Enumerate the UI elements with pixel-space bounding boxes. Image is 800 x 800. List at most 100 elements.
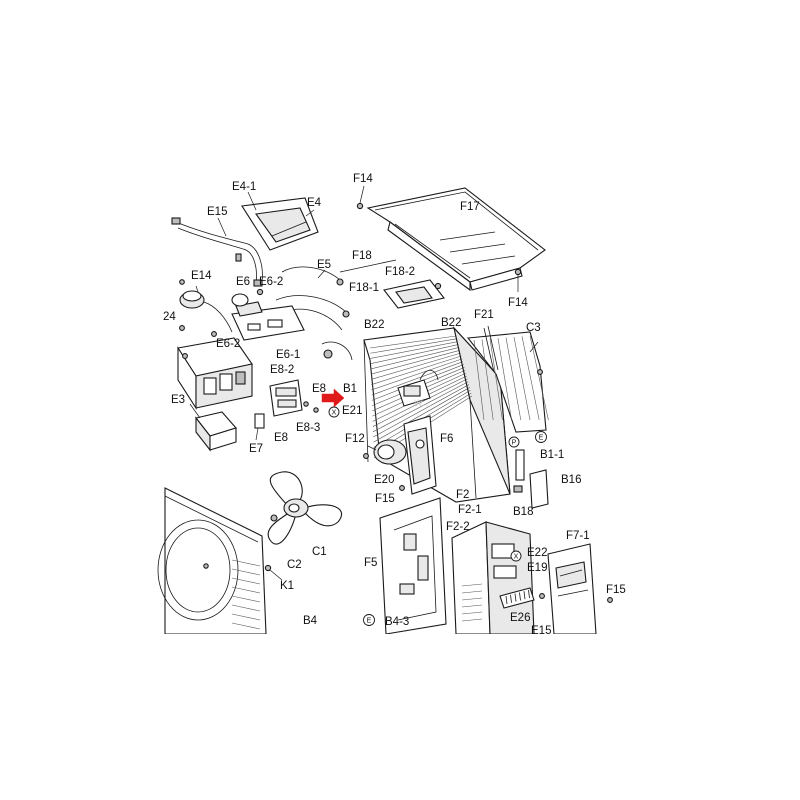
coil-fin bbox=[370, 338, 457, 354]
label-c2: C2 bbox=[287, 559, 302, 571]
guard-bar bbox=[529, 335, 549, 421]
earth-marker-label-2: E bbox=[367, 618, 372, 625]
label-e6-2-lower: E6-2 bbox=[216, 338, 240, 350]
coil-fin bbox=[371, 355, 462, 385]
highlight-arrow bbox=[321, 388, 345, 408]
compressor-piping-b1 bbox=[397, 369, 439, 407]
label-b1: B1 bbox=[343, 383, 357, 395]
guard-bar bbox=[481, 339, 494, 421]
control-box-lid-e4 bbox=[241, 191, 319, 251]
guard-bar bbox=[489, 338, 503, 421]
fan-motor-e20 bbox=[363, 439, 407, 465]
label-f21: F21 bbox=[474, 309, 494, 321]
label-f17: F17 bbox=[460, 201, 480, 213]
label-e20: E20 bbox=[374, 474, 394, 486]
label-f14-right: F14 bbox=[508, 297, 528, 309]
terminal-pin bbox=[523, 591, 526, 600]
guard-bar bbox=[513, 336, 531, 421]
cross-marker-x1: X bbox=[328, 406, 340, 418]
label-c3: C3 bbox=[526, 322, 541, 334]
coil-fin bbox=[372, 381, 469, 433]
label-b1-1: B1-1 bbox=[540, 449, 564, 461]
screw-f14-top bbox=[356, 185, 522, 292]
terminal-pin bbox=[505, 595, 508, 605]
panel-slot bbox=[461, 583, 483, 587]
guard-bar bbox=[497, 338, 512, 421]
label-e5: E5 bbox=[317, 259, 331, 271]
guard-bar bbox=[521, 336, 540, 421]
label-e8-3: E8-3 bbox=[296, 422, 320, 434]
coil-fin bbox=[370, 341, 458, 359]
pcb-plate-e6 bbox=[231, 288, 305, 341]
cross-marker-label: X bbox=[332, 410, 337, 417]
label-b22-left: B22 bbox=[364, 319, 384, 331]
coil-fin bbox=[372, 378, 468, 427]
wire-set-e5 bbox=[275, 266, 353, 361]
terminal-pin bbox=[519, 592, 521, 601]
label-e4: E4 bbox=[307, 197, 322, 209]
label-f2-2: F2-2 bbox=[446, 521, 470, 533]
panel-slot bbox=[461, 611, 483, 615]
label-f18: F18 bbox=[352, 250, 372, 262]
label-f2-1: F2-1 bbox=[458, 504, 482, 516]
grille-slat bbox=[231, 568, 261, 576]
watermark: w... bbox=[413, 395, 432, 409]
cross-marker-label-2: X bbox=[514, 554, 519, 561]
grille-slat bbox=[231, 577, 261, 585]
front-panel-k1 bbox=[157, 487, 283, 635]
label-e8: E8 bbox=[274, 432, 288, 444]
label-b16: B16 bbox=[561, 474, 581, 486]
label-f2: F2 bbox=[456, 489, 469, 501]
service-panel-f2 bbox=[451, 521, 535, 635]
label-e26: E26 bbox=[510, 612, 530, 624]
sensor-b1-1 bbox=[513, 449, 549, 509]
p-marker-label: P bbox=[512, 440, 517, 447]
label-e6: E6 bbox=[236, 276, 250, 288]
label-k1: K1 bbox=[280, 580, 294, 592]
earth-marker-e1: E bbox=[535, 431, 547, 443]
grille-slat bbox=[231, 595, 261, 603]
label-f18-1: F18-1 bbox=[349, 282, 379, 294]
panel-slot bbox=[461, 597, 483, 601]
terminal-pin bbox=[510, 594, 512, 603]
power-module-e3 bbox=[189, 403, 237, 452]
label-f5: F5 bbox=[364, 557, 377, 569]
panel-slot bbox=[461, 590, 483, 594]
label-f15-center: F15 bbox=[375, 493, 395, 505]
label-f7-1: F7-1 bbox=[566, 530, 590, 542]
grille-slat bbox=[231, 559, 261, 567]
coil-fin bbox=[370, 344, 459, 365]
bracket-f21 bbox=[483, 325, 499, 373]
terminal-pin bbox=[514, 593, 517, 602]
label-e4-1: E4-1 bbox=[232, 181, 256, 193]
label-e8-arrow: E8 bbox=[312, 383, 326, 395]
label-f15-right: F15 bbox=[606, 584, 626, 596]
label-b22-right: B22 bbox=[441, 317, 461, 329]
guard-bar bbox=[473, 339, 485, 421]
label-b4: B4 bbox=[303, 615, 318, 627]
label-f18-2: F18-2 bbox=[385, 266, 415, 278]
coil-fin bbox=[371, 358, 463, 391]
label-e22: E22 bbox=[527, 547, 547, 559]
label-e14: E14 bbox=[191, 270, 212, 282]
label-f14-top: F14 bbox=[353, 173, 373, 185]
terminal-block-e19: X bbox=[499, 550, 545, 609]
coil-fin bbox=[370, 347, 460, 370]
label-b4-3: B4-3 bbox=[385, 616, 409, 628]
label-c1: C1 bbox=[312, 546, 327, 558]
label-e21: E21 bbox=[342, 405, 362, 417]
coil-fin bbox=[369, 335, 457, 349]
panel-slot bbox=[461, 618, 483, 622]
label-e6-1: E6-1 bbox=[276, 349, 300, 361]
panel-slot bbox=[461, 604, 483, 608]
p-marker: P bbox=[508, 436, 520, 448]
guard-bar bbox=[505, 337, 522, 421]
motor-support-f6 bbox=[403, 415, 437, 495]
side-panel-f5 bbox=[379, 485, 447, 635]
coil-fin bbox=[371, 361, 463, 396]
terminal-pin bbox=[528, 589, 530, 599]
cover-f7-1 bbox=[547, 543, 613, 635]
top-panel-f17 bbox=[366, 187, 546, 292]
